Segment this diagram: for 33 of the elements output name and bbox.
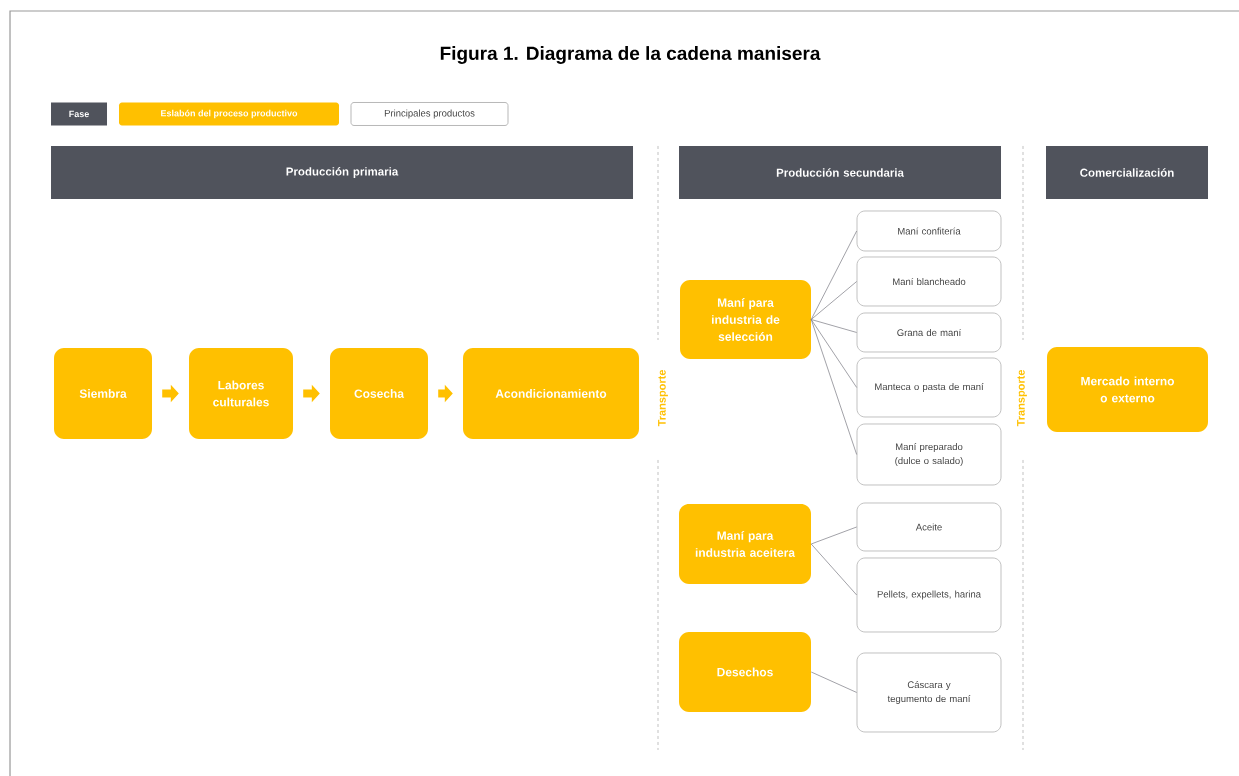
phase-band: Comercialización [1046, 146, 1208, 199]
product-box: Grana de maní [856, 312, 1002, 353]
product-box: Manteca o pasta de maní [856, 357, 1002, 418]
product-box: Maní confitería [856, 210, 1002, 252]
product-box: Cáscara y tegumento de maní [856, 652, 1002, 733]
process-box: Cosecha [330, 348, 428, 439]
connector-line [810, 319, 857, 455]
product-box: Maní blancheado [856, 256, 1002, 307]
connector-line [810, 319, 857, 388]
product-box: Pellets, expellets, harina [856, 557, 1002, 633]
process-box: Maní para industria de selección [680, 280, 811, 359]
stage-label: Transporte [1015, 367, 1029, 429]
connector-line [810, 671, 857, 693]
product-box: Aceite [856, 502, 1002, 552]
legend-key: Principales productos [350, 102, 509, 126]
phase-band: Producción primaria [51, 146, 633, 199]
process-box: Siembra [54, 348, 152, 439]
process-box: Acondicionamiento [463, 348, 639, 439]
process-box: Maní para industria aceitera [679, 504, 811, 584]
process-box: Desechos [679, 632, 811, 712]
process-box: Mercado interno o externo [1047, 347, 1208, 432]
stage-label: Transporte [656, 367, 670, 429]
legend-key: Fase [51, 102, 107, 126]
connector-line [810, 319, 857, 333]
title: Figura 1. Diagrama de la cadena manisera [440, 46, 821, 64]
connector-line [810, 230, 857, 320]
connector-line [810, 526, 857, 545]
connector-line [810, 281, 857, 320]
process-box: Labores culturales [189, 348, 293, 439]
connector-line [810, 543, 857, 596]
phase-band: Producción secundaria [679, 146, 1001, 199]
product-box: Maní preparado (dulce o salado) [856, 423, 1002, 486]
legend-key: Eslabón del proceso productivo [119, 102, 339, 126]
